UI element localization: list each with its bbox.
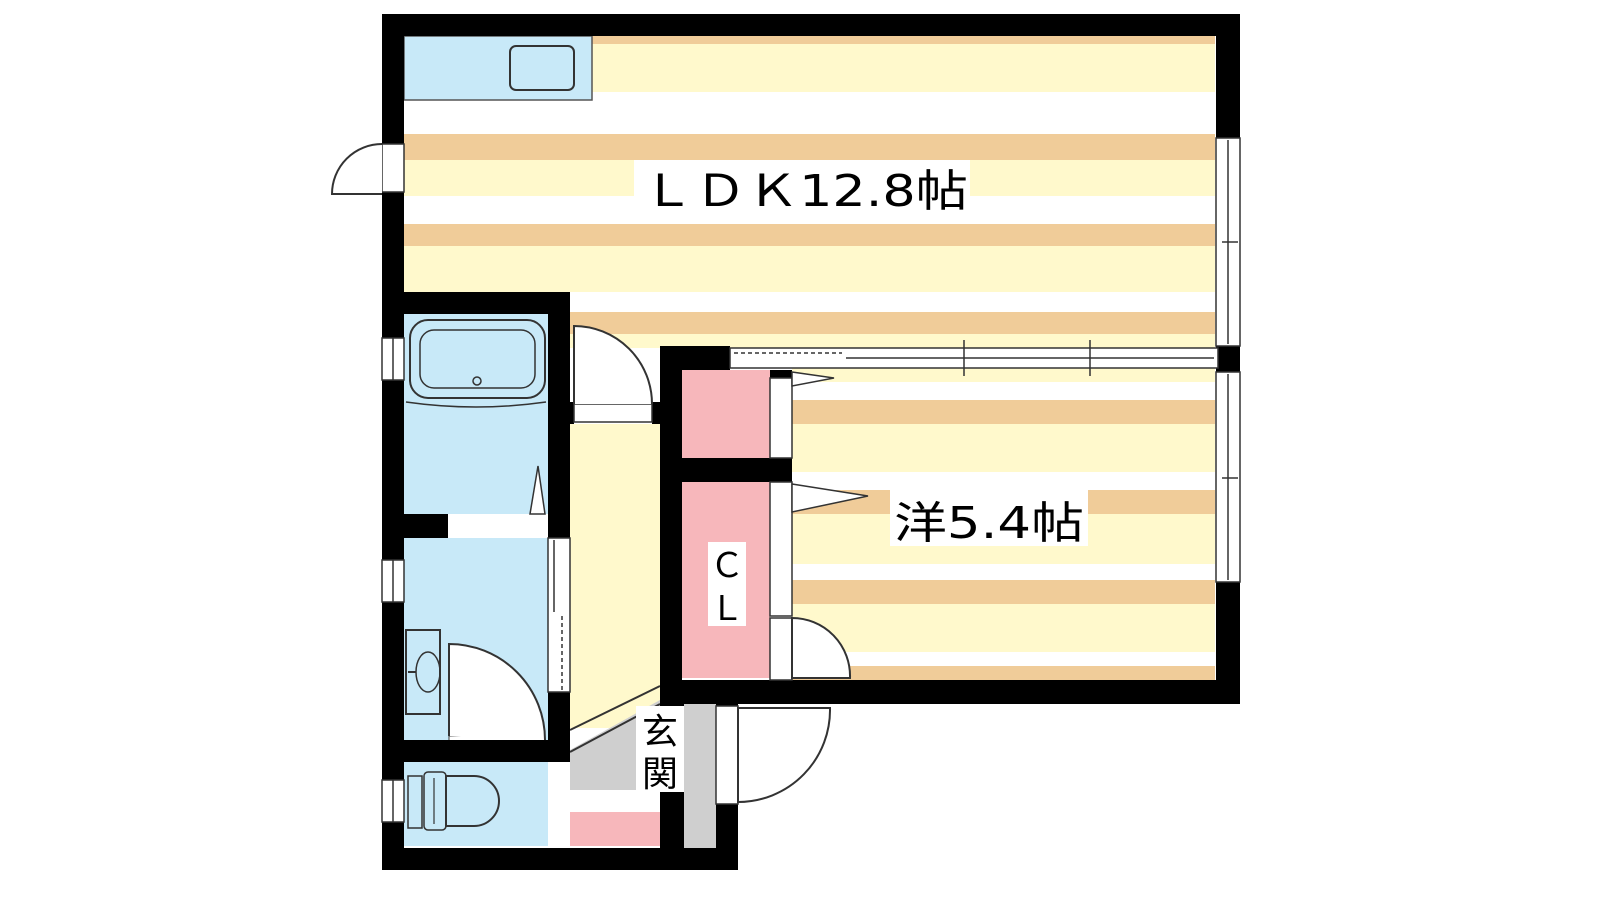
entrance-label-2: 関 xyxy=(642,754,678,795)
sliding-door-icon xyxy=(729,340,1219,376)
floor-stripe xyxy=(792,368,1215,382)
toilet-tank-icon xyxy=(407,775,423,829)
front-door-icon xyxy=(330,143,405,195)
toilet-room xyxy=(404,762,548,846)
ldk-label: ＬＤＫ12.8帖 xyxy=(642,166,968,217)
upper-closet xyxy=(682,370,770,458)
floor-stripe xyxy=(404,36,1215,44)
drain-icon xyxy=(472,376,482,386)
small-windows-icon xyxy=(381,337,405,823)
ldk-label-group: ＬＤＫ12.8帖 xyxy=(634,160,970,217)
closet-label-c: Ｃ xyxy=(710,546,744,586)
sink-icon xyxy=(509,45,575,91)
main-entrance-door-icon xyxy=(715,705,832,805)
bathtub-icon xyxy=(409,319,546,399)
kitchen-counter xyxy=(403,35,593,101)
closet-label-l: Ｌ xyxy=(710,589,744,629)
toilet-bowl-icon xyxy=(445,775,500,827)
closet-label-group: Ｃ Ｌ xyxy=(708,542,746,629)
hallway-door-icon xyxy=(573,324,653,423)
bath-door-icon xyxy=(529,465,546,515)
bathroom xyxy=(404,314,548,515)
floor-stripe xyxy=(792,580,1215,604)
floor-stripe xyxy=(570,334,1215,348)
entrance-label-1: 玄 xyxy=(642,712,678,753)
floor-stripe xyxy=(404,134,1215,160)
western-window-icon xyxy=(1215,371,1241,583)
floor-stripe xyxy=(792,424,1215,472)
closet-doors-icon xyxy=(769,371,869,681)
western-label-group: 洋5.4帖 xyxy=(890,490,1088,549)
western-label: 洋5.4帖 xyxy=(894,498,1084,549)
floor-stripe xyxy=(404,224,1215,246)
washroom-door-swing-icon xyxy=(448,642,546,741)
washroom-sliding-door-icon xyxy=(547,537,571,693)
floor-stripe xyxy=(792,666,1215,680)
floor-stripe xyxy=(792,604,1215,652)
floor-stripe xyxy=(404,246,1215,292)
floor-stripe xyxy=(792,400,1215,424)
ldk-window-icon xyxy=(1215,137,1241,347)
shoe-cabinet xyxy=(570,812,660,846)
washroom xyxy=(404,538,548,743)
entrance-label-group: 玄 関 xyxy=(636,706,684,795)
floor-stripe xyxy=(570,312,1215,334)
hallway-floor xyxy=(570,424,660,728)
